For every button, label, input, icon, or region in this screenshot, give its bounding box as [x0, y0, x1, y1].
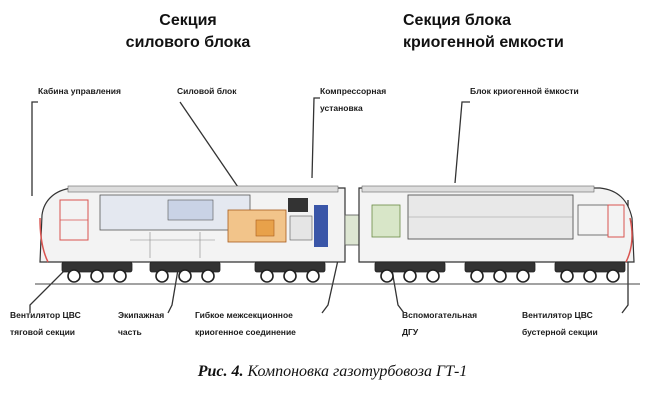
figure-caption: Рис. 4. Компоновка газотурбовоза ГТ-1 — [0, 363, 665, 381]
label-fan-booster: Вентилятор ЦВС бустерной секции — [522, 310, 598, 337]
power-section — [39, 185, 346, 263]
label-undercarriage: Экипажная часть — [118, 310, 165, 337]
leader-cab — [31, 101, 38, 196]
leader-compressor — [311, 97, 320, 179]
section-title-power: Секция силового блока — [125, 12, 251, 51]
section-title-cryo: Секция блока криогенной емкости — [403, 12, 564, 51]
wheels — [67, 269, 620, 283]
label-cryo-block: Блок криогенной ёмкости — [470, 86, 579, 96]
label-fan-traction: Вентилятор ЦВС тяговой секции — [10, 310, 81, 337]
label-cab: Кабина управления — [38, 86, 121, 96]
leader-power-block — [179, 101, 241, 191]
label-power-block: Силовой блок — [177, 86, 237, 96]
label-aux-dgu: Вспомогательная ДГУ — [402, 310, 478, 337]
flex-connection — [344, 214, 360, 246]
bogies — [61, 261, 626, 273]
cryo-section — [358, 185, 635, 263]
label-compressor: Компрессорная установка — [320, 86, 387, 113]
caption-text: Компоновка газотурбовоза ГТ-1 — [243, 363, 468, 380]
leader-cryo-block — [454, 101, 470, 184]
caption-prefix: Рис. 4. — [197, 363, 244, 380]
label-flex-link: Гибкое межсекционное криогенное соединен… — [195, 310, 296, 337]
